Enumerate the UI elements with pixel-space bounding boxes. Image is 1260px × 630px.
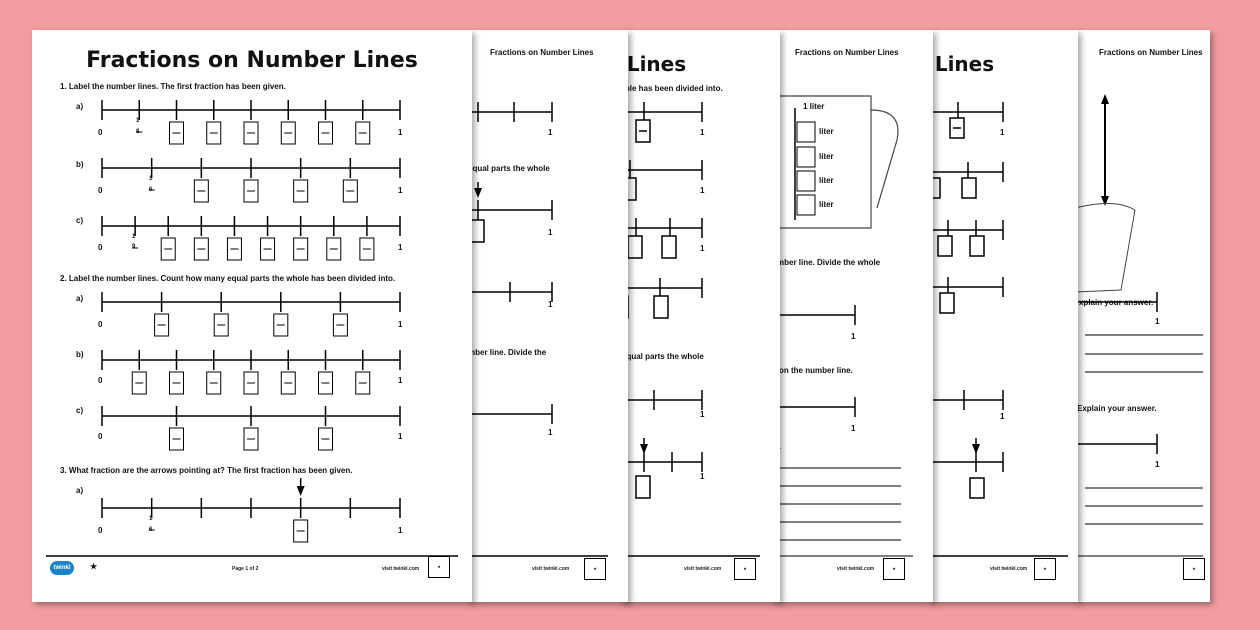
tick-label-one: 1 bbox=[700, 472, 705, 481]
page-title-fragment: r Lines bbox=[620, 52, 687, 76]
sheet-2-drawing bbox=[468, 102, 608, 557]
sheet-5: r Lines 1 1 visit twinkl.com ★ bbox=[928, 30, 1078, 602]
jug-label: liter bbox=[819, 152, 834, 161]
tick-label-one: 1 bbox=[1155, 460, 1160, 469]
tick-label-zero: 0 bbox=[98, 186, 103, 195]
tick-label-one: 1 bbox=[398, 526, 403, 535]
tick-label-one: 1 bbox=[548, 300, 553, 309]
fraction-numerator: 1 bbox=[136, 118, 140, 124]
award-badge-icon: ★ bbox=[1034, 558, 1056, 580]
main-worksheet: Fractions on Number Lines 1. Label the n… bbox=[32, 30, 472, 602]
award-badge-icon: ★ bbox=[584, 558, 606, 580]
sheet-6: Fractions on Number Lines xplain your an… bbox=[1075, 30, 1210, 602]
sheet-3: r Lines hole has been divided into. equa… bbox=[620, 30, 780, 602]
page-title: Fractions on Number Lines bbox=[86, 48, 418, 73]
part-label-b: b) bbox=[76, 160, 84, 169]
jug-label: 1 liter bbox=[803, 102, 825, 111]
part-label-a: a) bbox=[76, 486, 84, 495]
tick-label-one: 1 bbox=[700, 410, 705, 419]
twinkl-logo: twinkl bbox=[50, 561, 74, 575]
sheet-instruction: mber line. Divide the bbox=[468, 348, 547, 357]
award-badge-icon: ★ bbox=[883, 558, 905, 580]
tick-label-zero: 0 bbox=[98, 243, 103, 252]
sheet-2: Fractions on Number Lines equal parts th… bbox=[468, 30, 628, 602]
sheet-header: Fractions on Number Lines bbox=[795, 48, 899, 57]
tick-label-zero: 0 bbox=[98, 376, 103, 385]
tick-label-one: 1 bbox=[700, 186, 705, 195]
star-icon: ★ bbox=[90, 562, 98, 571]
tick-label-zero: 0 bbox=[98, 128, 103, 137]
sheet-header: Fractions on Number Lines bbox=[1099, 48, 1203, 57]
visit-link[interactable]: visit twinkl.com bbox=[684, 566, 722, 572]
sheet-header: Fractions on Number Lines bbox=[490, 48, 594, 57]
tick-label-one: 1 bbox=[700, 128, 705, 137]
sheet-instruction: on the number line. bbox=[779, 366, 853, 375]
arrow-icon bbox=[296, 486, 305, 496]
part-label-c: c) bbox=[76, 216, 84, 225]
sheet-3-drawing bbox=[620, 102, 760, 557]
tick-label-one: 1 bbox=[398, 320, 403, 329]
sheet-6-drawing bbox=[1075, 94, 1203, 557]
tick-label-one: 1 bbox=[1000, 412, 1005, 421]
award-badge-icon: ★ bbox=[428, 556, 450, 578]
fraction-denominator: 9 bbox=[132, 244, 136, 250]
visit-link[interactable]: visit twinkl.com bbox=[532, 566, 570, 572]
sheet-instruction: hole has been divided into. bbox=[620, 84, 723, 93]
tick-label-one: 1 bbox=[1155, 317, 1160, 326]
sheet-4-drawing bbox=[773, 95, 913, 557]
jug-label: liter bbox=[819, 176, 834, 185]
tick-label-one: 1 bbox=[548, 228, 553, 237]
part-label-b: b) bbox=[76, 350, 84, 359]
tick-label-one: 1 bbox=[700, 244, 705, 253]
tick-label-one: 1 bbox=[548, 428, 553, 437]
question-1: 1. Label the number lines. The first fra… bbox=[60, 82, 286, 91]
question-2: 2. Label the number lines. Count how man… bbox=[60, 274, 396, 283]
page-number: Page 1 of 2 bbox=[232, 566, 259, 572]
sheet-instruction: mber line. Divide the whole bbox=[777, 258, 881, 267]
sheet-instruction: equal parts the whole bbox=[468, 164, 550, 173]
tick-label-one: 1 bbox=[851, 332, 856, 341]
tick-label-one: 1 bbox=[398, 432, 403, 441]
part-label-c: c) bbox=[76, 406, 84, 415]
visit-link[interactable]: visit twinkl.com bbox=[990, 566, 1028, 572]
tick-label-one: 1 bbox=[1000, 128, 1005, 137]
fraction-numerator: 1 bbox=[149, 516, 153, 522]
tick-label-zero: 0 bbox=[98, 320, 103, 329]
part-label-a: a) bbox=[76, 102, 84, 111]
award-badge-icon: ★ bbox=[1183, 558, 1205, 580]
question-3: 3. What fraction are the arrows pointing… bbox=[60, 466, 353, 475]
visit-link[interactable]: visit twinkl.com bbox=[382, 566, 420, 572]
award-badge-icon: ★ bbox=[734, 558, 756, 580]
fraction-numerator: 1 bbox=[132, 234, 136, 240]
tick-label-zero: 0 bbox=[98, 432, 103, 441]
tick-label-one: 1 bbox=[398, 243, 403, 252]
sheet-5-drawing bbox=[928, 102, 1068, 557]
sheet-instruction: Explain your answer. bbox=[1077, 404, 1157, 413]
page-title-fragment: r Lines bbox=[928, 52, 995, 76]
tick-label-one: 1 bbox=[398, 376, 403, 385]
visit-link[interactable]: visit twinkl.com bbox=[837, 566, 875, 572]
number-lines-drawing bbox=[46, 100, 458, 557]
tick-label-zero: 0 bbox=[98, 526, 103, 535]
fraction-numerator: 1 bbox=[149, 176, 153, 182]
sheet-4: Fractions on Number Lines 1 liter liter … bbox=[773, 30, 933, 602]
tick-label-one: 1 bbox=[851, 424, 856, 433]
sheet-instruction: equal parts the whole bbox=[622, 352, 704, 361]
part-label-a: a) bbox=[76, 294, 84, 303]
tick-label-one: 1 bbox=[398, 186, 403, 195]
tick-label-one: 1 bbox=[548, 128, 553, 137]
jug-label: liter bbox=[819, 200, 834, 209]
tick-label-one: 1 bbox=[398, 128, 403, 137]
jug-label: liter bbox=[819, 127, 834, 136]
